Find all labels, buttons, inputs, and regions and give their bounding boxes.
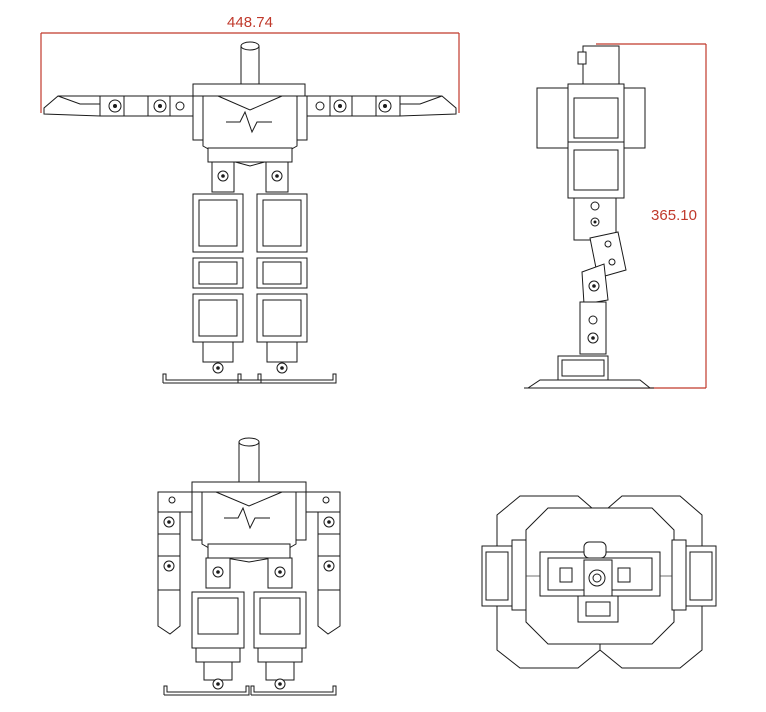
shoulder-bar [192,83,306,97]
side-view: 365.10 [524,43,707,389]
side-shin [579,301,607,355]
height-dimension-label: 365.10 [651,207,697,224]
front-view-arms-extended: 448.74 [40,14,460,384]
left-arm-extended [43,95,194,117]
width-dimension-label: 448.74 [227,14,273,31]
left-arm-down [157,491,193,635]
width-dimension: 448.74 [40,14,460,113]
right-arm-extended [306,95,457,117]
side-head-servo [582,45,620,85]
front-view-arms-down [157,437,341,696]
left-leg-front [162,193,262,384]
top-view [481,495,717,669]
side-foot [526,379,652,389]
height-dimension: 365.10 [596,43,707,389]
torso-logo-2 [224,506,270,530]
right-arm-down [305,491,341,635]
torso-logo [226,110,272,134]
right-leg-front [237,193,337,384]
head-servo [240,45,260,87]
head-servo-2 [238,441,260,483]
